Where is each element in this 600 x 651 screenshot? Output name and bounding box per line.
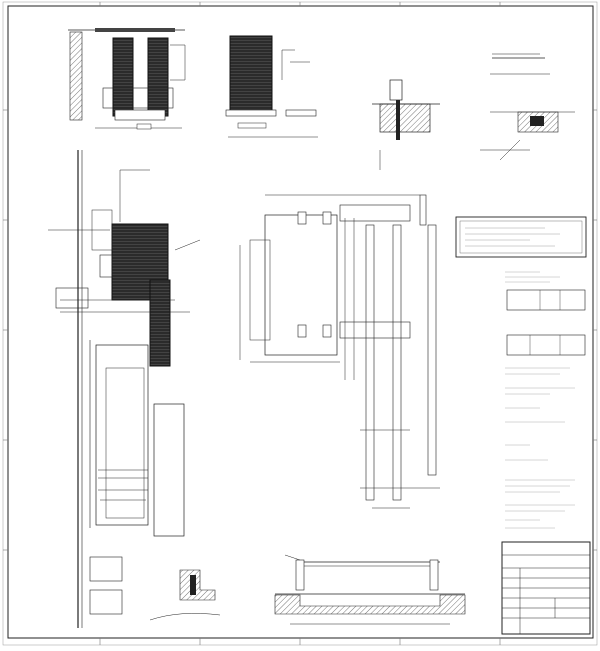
spec-notes [505, 271, 586, 529]
detail-section-rail [480, 53, 575, 161]
detail-rack-front [225, 35, 318, 138]
note-box [455, 216, 587, 258]
detail-elevation-top-left [68, 28, 186, 130]
detail-foundation-section [274, 554, 466, 625]
detail-plan-view [239, 194, 440, 509]
detail-section-anchor [372, 79, 440, 170]
detail-main-elevation [48, 150, 201, 628]
detail-corner-bracket [149, 569, 221, 621]
title-block [501, 541, 591, 635]
